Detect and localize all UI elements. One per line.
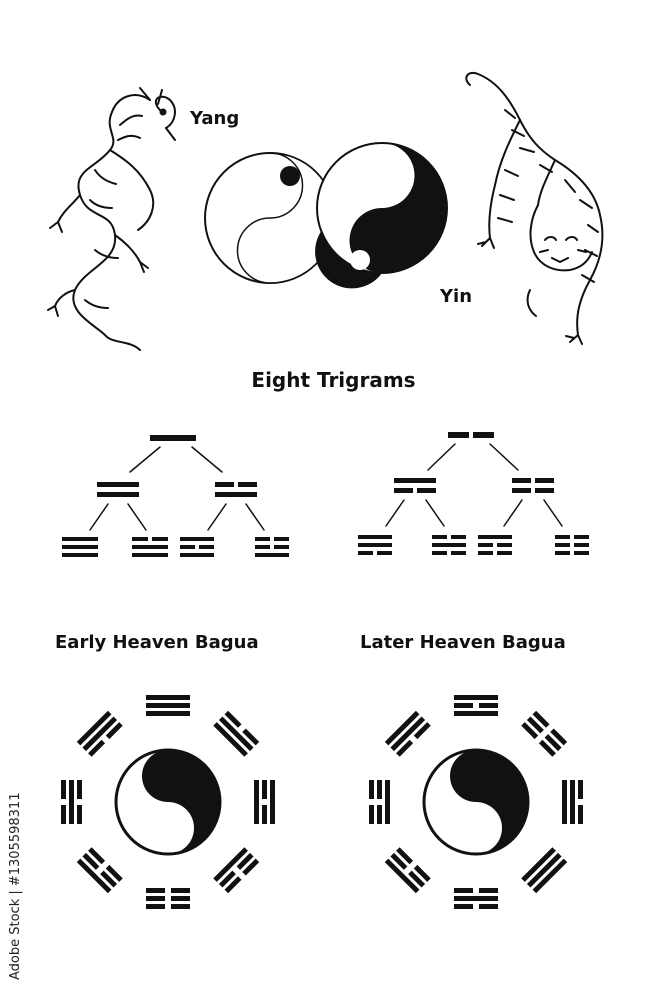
bagua-center-yin-yang-icon: [114, 748, 222, 856]
bagua-trigram-top: [454, 695, 498, 716]
trigram-wind-icon: [358, 535, 392, 555]
bagua-trigram-bottom-right: [521, 847, 568, 894]
later-heaven-bagua-title: Later Heaven Bagua: [360, 632, 566, 653]
trigram-tree-right: [358, 432, 589, 555]
bagua-trigram-left: [369, 780, 390, 824]
yang-symbol: [204, 152, 336, 284]
bagua-trigram-right: [254, 780, 275, 824]
trigram-thunder-icon: [255, 537, 289, 557]
trigram-tree-left: [62, 435, 289, 557]
trigram-heaven-icon: [62, 537, 98, 557]
trigram-water-icon: [432, 535, 466, 555]
bagua-trigram-right: [562, 780, 583, 824]
bagua-trigram-top-right: [521, 710, 568, 757]
bagua-center-yin-yang-icon: [422, 748, 530, 856]
trigram-fire-icon: [180, 537, 214, 557]
early-heaven-bagua-title: Early Heaven Bagua: [55, 632, 259, 653]
yang-label: Yang: [190, 108, 240, 129]
bagua-trigram-bottom-right: [213, 847, 260, 894]
trigram-mountain-icon: [478, 535, 512, 555]
bagua-trigram-top-right: [213, 710, 260, 757]
bagua-trigram-left: [61, 780, 82, 824]
bagua-trigram-bottom: [454, 888, 498, 909]
early-heaven-bagua: [61, 695, 275, 909]
bagua-trigram-bottom-left: [384, 847, 431, 894]
later-heaven-bagua: [369, 695, 583, 909]
yin-label: Yin: [440, 286, 473, 307]
bagua-trigram-top-left: [384, 710, 431, 757]
bagua-trigram-top: [146, 695, 190, 716]
bagua-trigram-bottom: [146, 888, 190, 909]
trigram-lake-icon: [132, 537, 168, 557]
tiger-icon: [465, 72, 604, 345]
dragon-icon: [47, 87, 176, 351]
bagua-trigram-top-left: [76, 710, 123, 757]
trigram-earth-icon: [555, 535, 589, 555]
eight-trigrams-title: Eight Trigrams: [251, 368, 416, 392]
yin-symbol: [315, 142, 448, 289]
bagua-trigram-bottom-left: [76, 847, 123, 894]
